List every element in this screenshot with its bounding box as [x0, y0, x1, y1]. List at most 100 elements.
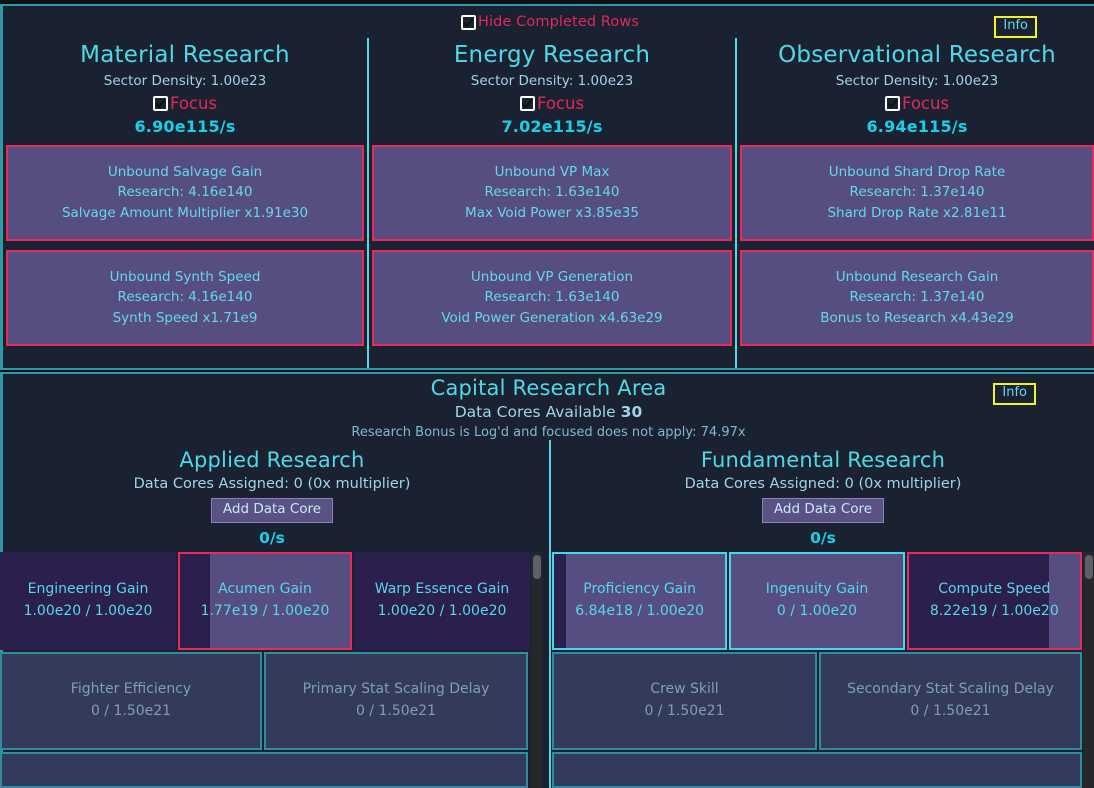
research-cell[interactable]: Primary Stat Scaling Delay 0 / 1.50e21 — [264, 652, 528, 750]
grid-row — [0, 752, 530, 788]
research-cell[interactable] — [552, 752, 1082, 788]
card-effect: Synth Speed x1.71e9 — [112, 309, 258, 326]
sector-density: Sector Density: 1.00e23 — [470, 72, 634, 89]
data-cores-label: Data Cores Available — [454, 403, 616, 421]
hide-completed-rows-toggle[interactable]: Hide Completed Rows — [3, 14, 1094, 30]
checkbox-checked-icon[interactable] — [519, 95, 535, 111]
checkbox-checked-icon[interactable] — [461, 14, 477, 30]
checkbox-checked-icon[interactable] — [884, 95, 900, 111]
scrollbar-thumb[interactable] — [533, 555, 541, 579]
card-effect: Salvage Amount Multiplier x1.91e30 — [61, 204, 309, 221]
research-column-energy: Energy Research Sector Density: 1.00e23 … — [369, 42, 735, 368]
fundamental-research-grid: Proficiency Gain 6.84e18 / 1.00e20 Ingen… — [552, 552, 1082, 788]
sector-density: Sector Density: 1.00e23 — [103, 72, 267, 89]
card-name: Unbound Salvage Gain — [107, 163, 263, 180]
sector-density: Sector Density: 1.00e23 — [835, 72, 999, 89]
research-rate: 6.90e115/s — [134, 116, 236, 136]
research-card[interactable]: Unbound VP Generation Research: 1.63e140… — [372, 249, 732, 346]
focus-label: Focus — [536, 93, 585, 113]
research-cell[interactable]: Acumen Gain 1.77e19 / 1.00e20 — [178, 552, 352, 650]
research-cell[interactable]: Ingenuity Gain 0 / 1.00e20 — [729, 552, 905, 650]
cell-name: Ingenuity Gain — [765, 581, 869, 598]
research-card[interactable]: Unbound Salvage Gain Research: 4.16e140 … — [6, 144, 364, 241]
fundamental-rate: 0/s — [810, 528, 836, 547]
focus-toggle-observational[interactable]: Focus — [737, 94, 1094, 113]
cell-value: 1.77e19 / 1.00e20 — [200, 603, 330, 619]
research-cell[interactable]: Fighter Efficiency 0 / 1.50e21 — [0, 652, 262, 750]
card-research: Research: 1.37e140 — [849, 184, 985, 201]
applied-title: Applied Research — [179, 448, 365, 472]
progress-fill — [0, 552, 176, 650]
card-name: Unbound VP Max — [494, 163, 610, 180]
progress-fill — [554, 554, 566, 648]
column-divider-2 — [735, 38, 737, 368]
research-column-material: Material Research Sector Density: 1.00e2… — [3, 42, 367, 368]
research-cell[interactable]: Compute Speed 8.22e19 / 1.00e20 — [906, 552, 1082, 650]
research-cell[interactable]: Secondary Stat Scaling Delay 0 / 1.50e21 — [819, 652, 1082, 750]
add-data-core-button-fundamental[interactable]: Add Data Core — [761, 498, 885, 523]
data-cores-available: Data Cores Available 30 — [3, 403, 1094, 421]
card-research: Research: 4.16e140 — [117, 184, 253, 201]
cell-value: 0 / 1.50e21 — [355, 703, 437, 719]
cell-value: 0 / 1.50e21 — [644, 703, 725, 719]
cell-name: Fighter Efficiency — [70, 681, 192, 698]
research-rate: 7.02e115/s — [501, 116, 603, 136]
research-card[interactable]: Unbound Research Gain Research: 1.37e140… — [740, 249, 1094, 346]
card-effect: Shard Drop Rate x2.81e11 — [827, 204, 1007, 221]
card-effect: Max Void Power x3.85e35 — [465, 204, 639, 221]
research-cell[interactable]: Warp Essence Gain 1.00e20 / 1.00e20 — [354, 552, 530, 650]
cell-name: Warp Essence Gain — [374, 581, 510, 598]
research-card[interactable]: Unbound Synth Speed Research: 4.16e140 S… — [6, 249, 364, 346]
card-effect: Bonus to Research x4.43e29 — [820, 309, 1014, 326]
scrollbar-thumb[interactable] — [1085, 555, 1093, 579]
capital-title: Capital Research Area — [430, 376, 667, 400]
card-name: Unbound Research Gain — [835, 268, 999, 285]
cell-name: Compute Speed — [938, 581, 1051, 598]
focus-toggle-energy[interactable]: Focus — [369, 94, 735, 113]
research-bonus-text: Research Bonus is Log'd and focused does… — [351, 425, 746, 440]
column-title: Observational Research — [778, 42, 1056, 68]
info-button-capital[interactable]: Info — [993, 383, 1036, 405]
cell-name: Engineering Gain — [27, 581, 149, 598]
applied-rate: 0/s — [259, 528, 285, 547]
cell-name: Acumen Gain — [218, 581, 312, 598]
column-title: Energy Research — [453, 42, 651, 68]
add-data-core-button-applied[interactable]: Add Data Core — [210, 498, 334, 523]
data-cores-value: 30 — [620, 403, 643, 421]
cell-value: 0 / 1.50e21 — [910, 703, 991, 719]
research-card[interactable]: Unbound VP Max Research: 1.63e140 Max Vo… — [372, 144, 732, 241]
card-name: Unbound Synth Speed — [109, 268, 261, 285]
cell-value: 6.84e18 / 1.00e20 — [575, 603, 705, 619]
focus-toggle-material[interactable]: Focus — [3, 94, 367, 113]
grid-row: Proficiency Gain 6.84e18 / 1.00e20 Ingen… — [552, 552, 1082, 650]
column-divider-1 — [367, 38, 369, 368]
focus-label: Focus — [169, 93, 218, 113]
cell-name: Crew Skill — [650, 681, 719, 698]
cell-value: 0 / 1.00e20 — [776, 603, 858, 619]
info-button-unbound[interactable]: Info — [994, 16, 1037, 38]
research-cell[interactable] — [0, 752, 528, 788]
scrollbar-applied[interactable] — [531, 552, 542, 788]
checkbox-checked-icon[interactable] — [152, 95, 168, 111]
grid-row: Engineering Gain 1.00e20 / 1.00e20 Acume… — [0, 552, 530, 650]
research-cell[interactable]: Engineering Gain 1.00e20 / 1.00e20 — [0, 552, 176, 650]
research-card[interactable]: Unbound Shard Drop Rate Research: 1.37e1… — [740, 144, 1094, 241]
applied-cores-assigned: Data Cores Assigned: 0 (0x multiplier) — [133, 476, 411, 492]
hide-completed-rows-label: Hide Completed Rows — [478, 14, 639, 30]
capital-column-applied: Applied Research Data Cores Assigned: 0 … — [0, 448, 544, 788]
cell-value: 0 / 1.50e21 — [90, 703, 172, 719]
cell-name: Secondary Stat Scaling Delay — [847, 681, 1054, 698]
fundamental-title: Fundamental Research — [700, 448, 946, 472]
progress-fill — [908, 554, 1050, 648]
focus-label: Focus — [901, 93, 950, 113]
grid-row: Crew Skill 0 / 1.50e21 Secondary Stat Sc… — [552, 652, 1082, 750]
cell-name: Primary Stat Scaling Delay — [302, 681, 490, 698]
scrollbar-fundamental[interactable] — [1083, 552, 1094, 788]
cell-value: 1.00e20 / 1.00e20 — [377, 603, 507, 619]
applied-research-grid: Engineering Gain 1.00e20 / 1.00e20 Acume… — [0, 552, 530, 788]
research-cell[interactable]: Proficiency Gain 6.84e18 / 1.00e20 — [552, 552, 728, 650]
card-research: Research: 1.63e140 — [484, 289, 620, 306]
research-cell[interactable]: Crew Skill 0 / 1.50e21 — [552, 652, 817, 750]
card-name: Unbound VP Generation — [470, 268, 634, 285]
card-name: Unbound Shard Drop Rate — [828, 163, 1006, 180]
